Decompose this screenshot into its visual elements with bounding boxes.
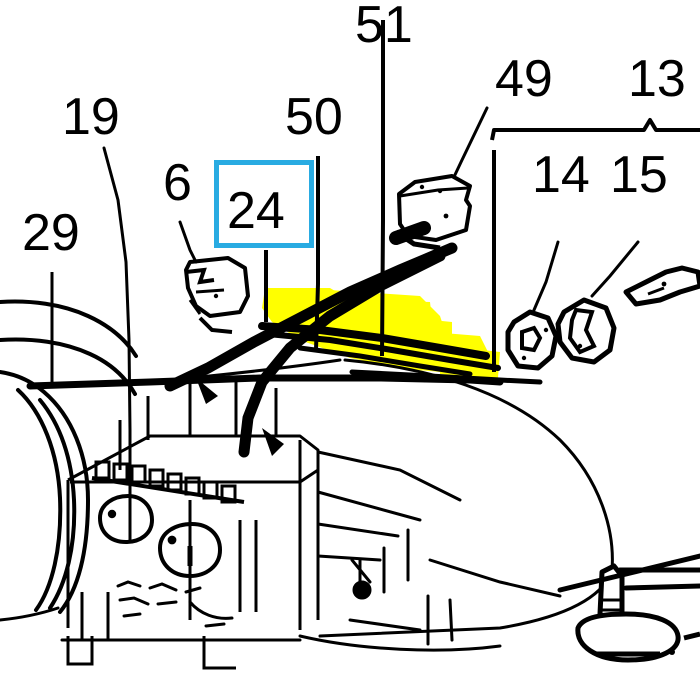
wiring-harness-cables [26, 221, 543, 600]
right-edge-fitting [623, 265, 700, 307]
machine-body-outline [0, 358, 614, 642]
group-bracket-13 [490, 118, 700, 141]
part-15-washer [555, 297, 617, 365]
part-14-washer [505, 309, 559, 371]
base-tab [66, 636, 236, 670]
part-6-leader [178, 220, 198, 264]
callout-label-29: 29 [22, 204, 80, 262]
callout-label-15: 15 [610, 146, 668, 204]
part-15-leader [590, 240, 640, 298]
selected-callout-24[interactable]: 24 [214, 160, 314, 248]
chassis-right-structure [298, 450, 562, 652]
selection-box[interactable] [214, 160, 314, 248]
panel-detail-marks [116, 580, 234, 628]
callout-label-19: 19 [62, 88, 120, 146]
part-51-leader [380, 20, 385, 357]
callout-label-24: 24 [227, 182, 285, 240]
callout-label-49: 49 [495, 50, 553, 108]
callout-label-14: 14 [532, 146, 590, 204]
callout-label-51: 51 [355, 0, 413, 54]
control-panel-knobs [97, 493, 223, 579]
part-6-component [184, 256, 250, 334]
part-14-leader [532, 240, 560, 312]
left-hose-bundle [0, 299, 138, 614]
callout-label-6: 6 [163, 154, 192, 212]
callout-label-50: 50 [285, 88, 343, 146]
control-panel-buttons [91, 460, 245, 504]
callout-label-13: 13 [628, 50, 686, 108]
right-cable-lines [557, 553, 700, 593]
